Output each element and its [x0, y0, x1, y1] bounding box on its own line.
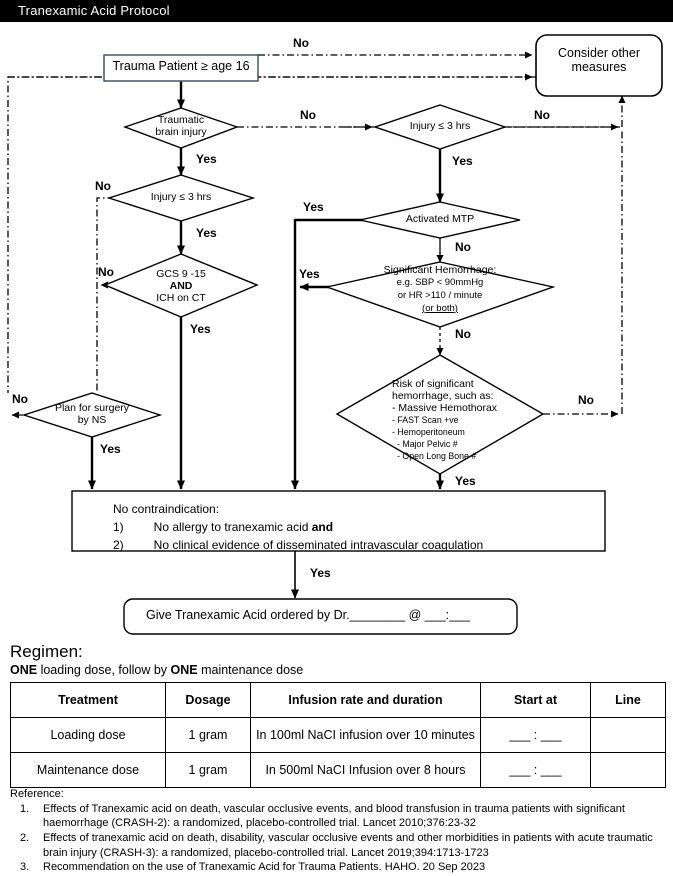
table-row: Loading dose 1 gram In 100ml NaCI infusi…	[10, 716, 666, 753]
col-start-at: Start at	[480, 681, 591, 718]
no-contra-item1-text: No allergy to tranexamic acid	[153, 520, 312, 534]
cell-infusion: In 500ml NaCI Infusion over 8 hours	[250, 751, 481, 788]
cell-line[interactable]	[590, 716, 666, 753]
cell-dosage: 1 gram	[165, 716, 251, 753]
cell-start-at[interactable]: ___ : ___	[480, 716, 591, 753]
page-title: Tranexamic Acid Protocol	[18, 3, 170, 18]
edge-label-gcs-yes: Yes	[190, 322, 211, 336]
reference-item-number: 3.	[20, 861, 30, 874]
cell-treatment: Maintenance dose	[10, 751, 166, 788]
edge-label-sig-hem-yes: Yes	[299, 267, 320, 281]
reference-item-text: Effects of Tranexamic acid on death, vas…	[43, 802, 625, 830]
edge-label-risk-hem-no: No	[578, 393, 594, 407]
reference-list: 1. Effects of Tranexamic acid on death, …	[10, 802, 670, 875]
regimen-sub-mid: loading dose, follow by	[37, 662, 171, 677]
title-bar: Tranexamic Acid Protocol	[0, 0, 673, 22]
edge-label-start-no: No	[293, 36, 309, 50]
regimen-sub-end: maintenance dose	[197, 662, 304, 677]
cell-infusion: In 100ml NaCI infusion over 10 minutes	[250, 716, 481, 753]
edge-label-risk-hem-yes: Yes	[455, 474, 476, 488]
edge-label-mtp-yes: Yes	[303, 200, 324, 214]
edge-label-gcs-no: No	[98, 265, 114, 279]
no-contra-item1-num: 1)	[113, 520, 124, 534]
col-infusion: Infusion rate and duration	[250, 681, 481, 718]
edge-label-injury-right-no: No	[534, 108, 550, 122]
cell-dosage: 1 gram	[165, 751, 251, 788]
regimen-sub-bold2: ONE	[170, 662, 198, 677]
regimen-sub-bold1: ONE	[10, 662, 38, 677]
col-treatment: Treatment	[10, 681, 166, 718]
table-header-row: Treatment Dosage Infusion rate and durat…	[10, 681, 666, 718]
list-item: 3. Recommendation on the use of Tranexam…	[10, 860, 670, 875]
reference-title: Reference:	[10, 788, 64, 800]
edge-label-injury-right-yes: Yes	[452, 154, 473, 168]
regimen-table: Treatment Dosage Infusion rate and durat…	[10, 681, 666, 788]
edge-label-injury-left-no: No	[95, 179, 111, 193]
edge-label-plan-surgery-no: No	[12, 392, 28, 406]
reference-item-text: Recommendation on the use of Tranexamic …	[43, 861, 486, 874]
no-contra-item-2: 2) No clinical evidence of disseminated i…	[113, 536, 593, 554]
regimen-section: Regimen: ONE loading dose, follow by ONE…	[10, 642, 666, 788]
reference-item-text: Effects of tranexamic acid on death, dis…	[43, 831, 653, 859]
edge-label-mtp-no: No	[455, 240, 471, 254]
edge-label-injury-left-yes: Yes	[196, 226, 217, 240]
reference-section: Reference: 1. Effects of Tranexamic acid…	[10, 787, 670, 875]
edge-label-tbi-yes: Yes	[196, 152, 217, 166]
no-contra-item2-text: No clinical evidence of disseminated int…	[153, 538, 484, 552]
flowchart: Trauma Patient ≥ age 16 Consider other m…	[0, 22, 673, 636]
reference-item-number: 1.	[20, 802, 30, 815]
list-item: 2. Effects of tranexamic acid on death, …	[10, 831, 670, 860]
reference-item-number: 2.	[20, 831, 30, 844]
regimen-subtitle: ONE loading dose, follow by ONE maintena…	[10, 663, 665, 677]
no-contra-item2-num: 2)	[113, 538, 124, 552]
edge-label-plan-surgery-yes: Yes	[100, 442, 121, 456]
cell-treatment: Loading dose	[10, 716, 166, 753]
cell-line[interactable]	[590, 751, 666, 788]
cell-start-at[interactable]: ___ : ___	[480, 751, 591, 788]
edge-label-no-contra-yes: Yes	[310, 566, 331, 580]
no-contra-heading: No contraindication:	[113, 502, 220, 516]
edge-label-sig-hem-no: No	[455, 327, 471, 341]
edge-label-tbi-no: No	[300, 108, 316, 122]
no-contra-item1-and: and	[311, 520, 334, 534]
list-item: 1. Effects of Tranexamic acid on death, …	[10, 802, 670, 831]
col-line: Line	[590, 681, 666, 718]
flowchart-connectors	[7, 34, 663, 635]
regimen-heading: Regimen:	[10, 642, 83, 661]
col-dosage: Dosage	[165, 681, 251, 718]
node-no-contraindication[interactable]: No contraindication: 1) No allergy to tra…	[113, 500, 593, 554]
no-contra-item-1: 1) No allergy to tranexamic acid and	[113, 518, 593, 536]
table-row: Maintenance dose 1 gram In 500ml NaCI In…	[10, 751, 666, 788]
